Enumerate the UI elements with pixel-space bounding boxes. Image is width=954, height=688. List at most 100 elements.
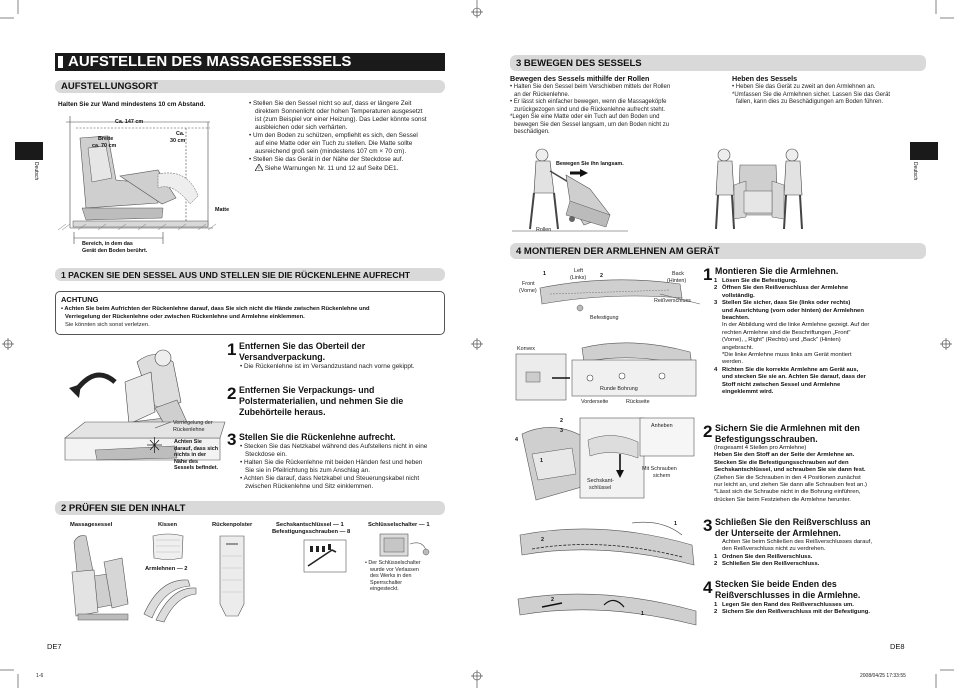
step-line-text: und Ausrichtung (vorn oder hinten) der A… (722, 307, 864, 314)
s4-step2-title-1: Sichern Sie die Armlehnen mit den (715, 423, 860, 433)
front-label-2: (Vorne) (519, 288, 537, 294)
caution-box: ACHTUNG • Achten Sie beim Aufrichten der… (55, 291, 445, 335)
armrest-fitting-diagram (515, 342, 697, 401)
moving-illustration (512, 148, 628, 232)
step-line-number: 1 (714, 278, 718, 284)
page-title-bar: AUFSTELLEN DES MASSAGESESSELS (55, 53, 445, 71)
side-tab-right-label: Deutsch (912, 162, 918, 181)
step-line: 2 Öffnen Sie den Reißverschluss der Armle… (714, 285, 919, 292)
keyswitch-item-illustration (379, 533, 430, 557)
marker-2b: 2 (560, 418, 563, 424)
s1-step2-title-3: Zubehörteile heraus. (239, 407, 326, 417)
lift-line: *Umfassen Sie die Armlehnen sicher. Lass… (732, 91, 891, 98)
step-line: und stecken Sie sie an. Achten Sie darau… (714, 374, 919, 381)
backrest-illustration (64, 349, 226, 461)
s4-step4-title-2: Reißverschlusses in die Armlehne. (715, 590, 861, 600)
lift-label: Anheben (651, 423, 673, 429)
mount-label: Befestigung (590, 315, 619, 321)
placement-bullets: • Stellen Sie den Sessel nicht so auf, d… (249, 100, 449, 173)
hex-label-1: Sechskant- (587, 478, 614, 484)
step-line: Sechskantschlüssel, und schrauben Sie si… (714, 467, 929, 474)
marker-1c: 1 (674, 521, 677, 527)
caution-line: Verriegelung der Rückenlehne oder zwisch… (65, 314, 305, 320)
step-line-text: werden. (722, 359, 743, 366)
s4-step4-num: 4 (703, 578, 713, 597)
step-line-text: Legen Sie den Rand des Reißverschlusses … (722, 602, 854, 608)
key-note-line: Sperrschalter (370, 579, 403, 586)
step-line: vollständig. (714, 293, 919, 300)
roll-line: bewegen Sie den Sessel langsam, um den B… (514, 121, 670, 128)
step-line: (Vorne), „ Right" (Rechts) und „Back" (H… (714, 337, 919, 344)
key-note-line: wurde vor Verlassen (370, 566, 419, 573)
roll-line: *Legen Sie eine Matte oder ein Tuch auf … (510, 114, 660, 120)
floor-label-2: Gerät den Boden berührt. (82, 248, 148, 254)
zipper-label: Reißverschluss (654, 298, 691, 304)
left-label-2: (Links) (570, 275, 587, 281)
step-line: (Ziehen Sie die Schrauben in den 4 Posit… (714, 475, 929, 482)
marker-2c: 2 (541, 537, 544, 543)
lift-line: fallen, kann dies zu Beschädigungen am B… (736, 99, 884, 105)
s1-step3-title: Stellen Sie die Rückenlehne aufrecht. (239, 432, 396, 442)
section2-heading: 2 PRÜFEN SIE DEN INHALT (55, 501, 445, 515)
step-line-text: (Ziehen Sie die Schrauben in den 4 Posit… (714, 474, 861, 481)
section4-heading: 4 MONTIEREN DER ARMLEHNEN AM GERÄT (510, 243, 926, 259)
bullet-line: ausreichend groß sein (mindestens 107 cm… (255, 148, 407, 155)
item-armrests-label: Armlehnen — 2 (145, 566, 188, 572)
side-tab-left-label: Deutsch (33, 162, 39, 181)
step-line-text: In der Abbildung wird die linke Armlehne… (722, 322, 870, 329)
step-line-number: 2 (714, 285, 718, 292)
s4-step1-num: 1 (703, 265, 713, 284)
section1-heading: 1 PACKEN SIE DEN SESSEL AUS UND STELLEN … (55, 268, 445, 281)
zipper-diagram (517, 521, 697, 626)
step-line-text: *Lässt sich die Schraube nicht in die Bo… (714, 489, 861, 496)
step-line: *Lässt sich die Schraube nicht in die Bo… (714, 489, 929, 496)
roll-line: • Halten Sie den Sessel beim Verschieben… (510, 84, 671, 90)
step-line: Heben Sie den Stoff an der Seite der Arm… (714, 452, 929, 459)
marker-2a: 2 (600, 273, 603, 279)
step-line: In der Abbildung wird die linke Armlehne… (714, 322, 919, 329)
key-note: • Der Schlüsselschalter wurde vor Verlas… (365, 560, 421, 593)
armrests-item-illustration (143, 579, 197, 623)
dim-147: Ca. 147 cm (115, 119, 144, 125)
step-line: (Insgesamt 4 Stellen pro Armlehne) (714, 445, 929, 452)
s4-step2-title-2: Befestigungsschrauben. (715, 434, 818, 444)
s4-step2-num: 2 (703, 422, 713, 441)
secure-label-1: Mit Schrauben (642, 466, 677, 472)
s4-step1-title: Montieren Sie die Armlehnen. (715, 266, 839, 276)
page-number-right: DE8 (890, 642, 905, 651)
step-line-text: Richten Sie die korrekte Armlehne am Ger… (722, 366, 859, 373)
step-line: und Ausrichtung (vorn oder hinten) der A… (714, 308, 919, 315)
s1-step1-title-2: Versandverpackung. (239, 352, 326, 362)
rollers-label: Rollen (536, 227, 552, 233)
step-line-text: (Vorne), „ Right" (Rechts) und „Back" (H… (722, 337, 841, 344)
marker-1a: 1 (543, 271, 546, 277)
hex-label-2: schlüssel (589, 485, 612, 491)
step-line: Stecken Sie die Befestigungsschrauben au… (714, 460, 929, 467)
roll-line: an der Rückenlehne. (514, 91, 570, 98)
key-note-line: eingesteckt. (370, 586, 399, 592)
step-line-text: rechten Armlehne sind die Beschriftungen… (722, 329, 851, 336)
step-line-text: (Insgesamt 4 Stellen pro Armlehne) (714, 445, 807, 451)
side-tab-right (910, 142, 938, 160)
step-line-text: angebracht. (722, 344, 754, 351)
s1-step1-title-1: Entfernen Sie das Oberteil der (239, 341, 366, 351)
lift-line: • Heben Sie das Gerät zu zweit an den Ar… (732, 84, 876, 90)
step-line-text: Heben Sie den Stoff an der Seite der Arm… (714, 452, 855, 459)
marker-1d: 1 (641, 611, 644, 617)
warning-icon: ! (254, 163, 264, 172)
step-line-text: Öffnen Sie den Reißverschluss der Armleh… (722, 285, 849, 292)
step-line: drücken Sie beim Festziehen die Armlehne… (714, 497, 929, 504)
item-pad-label: Rückenpolster (212, 522, 253, 528)
back-side-label: Rückseite (626, 399, 650, 405)
round-hole-label: Runde Bohrung (600, 386, 638, 392)
step-line: den Reißverschluss nicht zu verdrehen. (714, 546, 929, 553)
step-line-text: Schließen Sie den Reißverschluss. (722, 561, 820, 568)
s4-step4-title-1: Stecken Sie beide Enden des (715, 579, 837, 589)
s1-step3-notes: • Stecken Sie das Netzkabel während des … (240, 443, 427, 491)
